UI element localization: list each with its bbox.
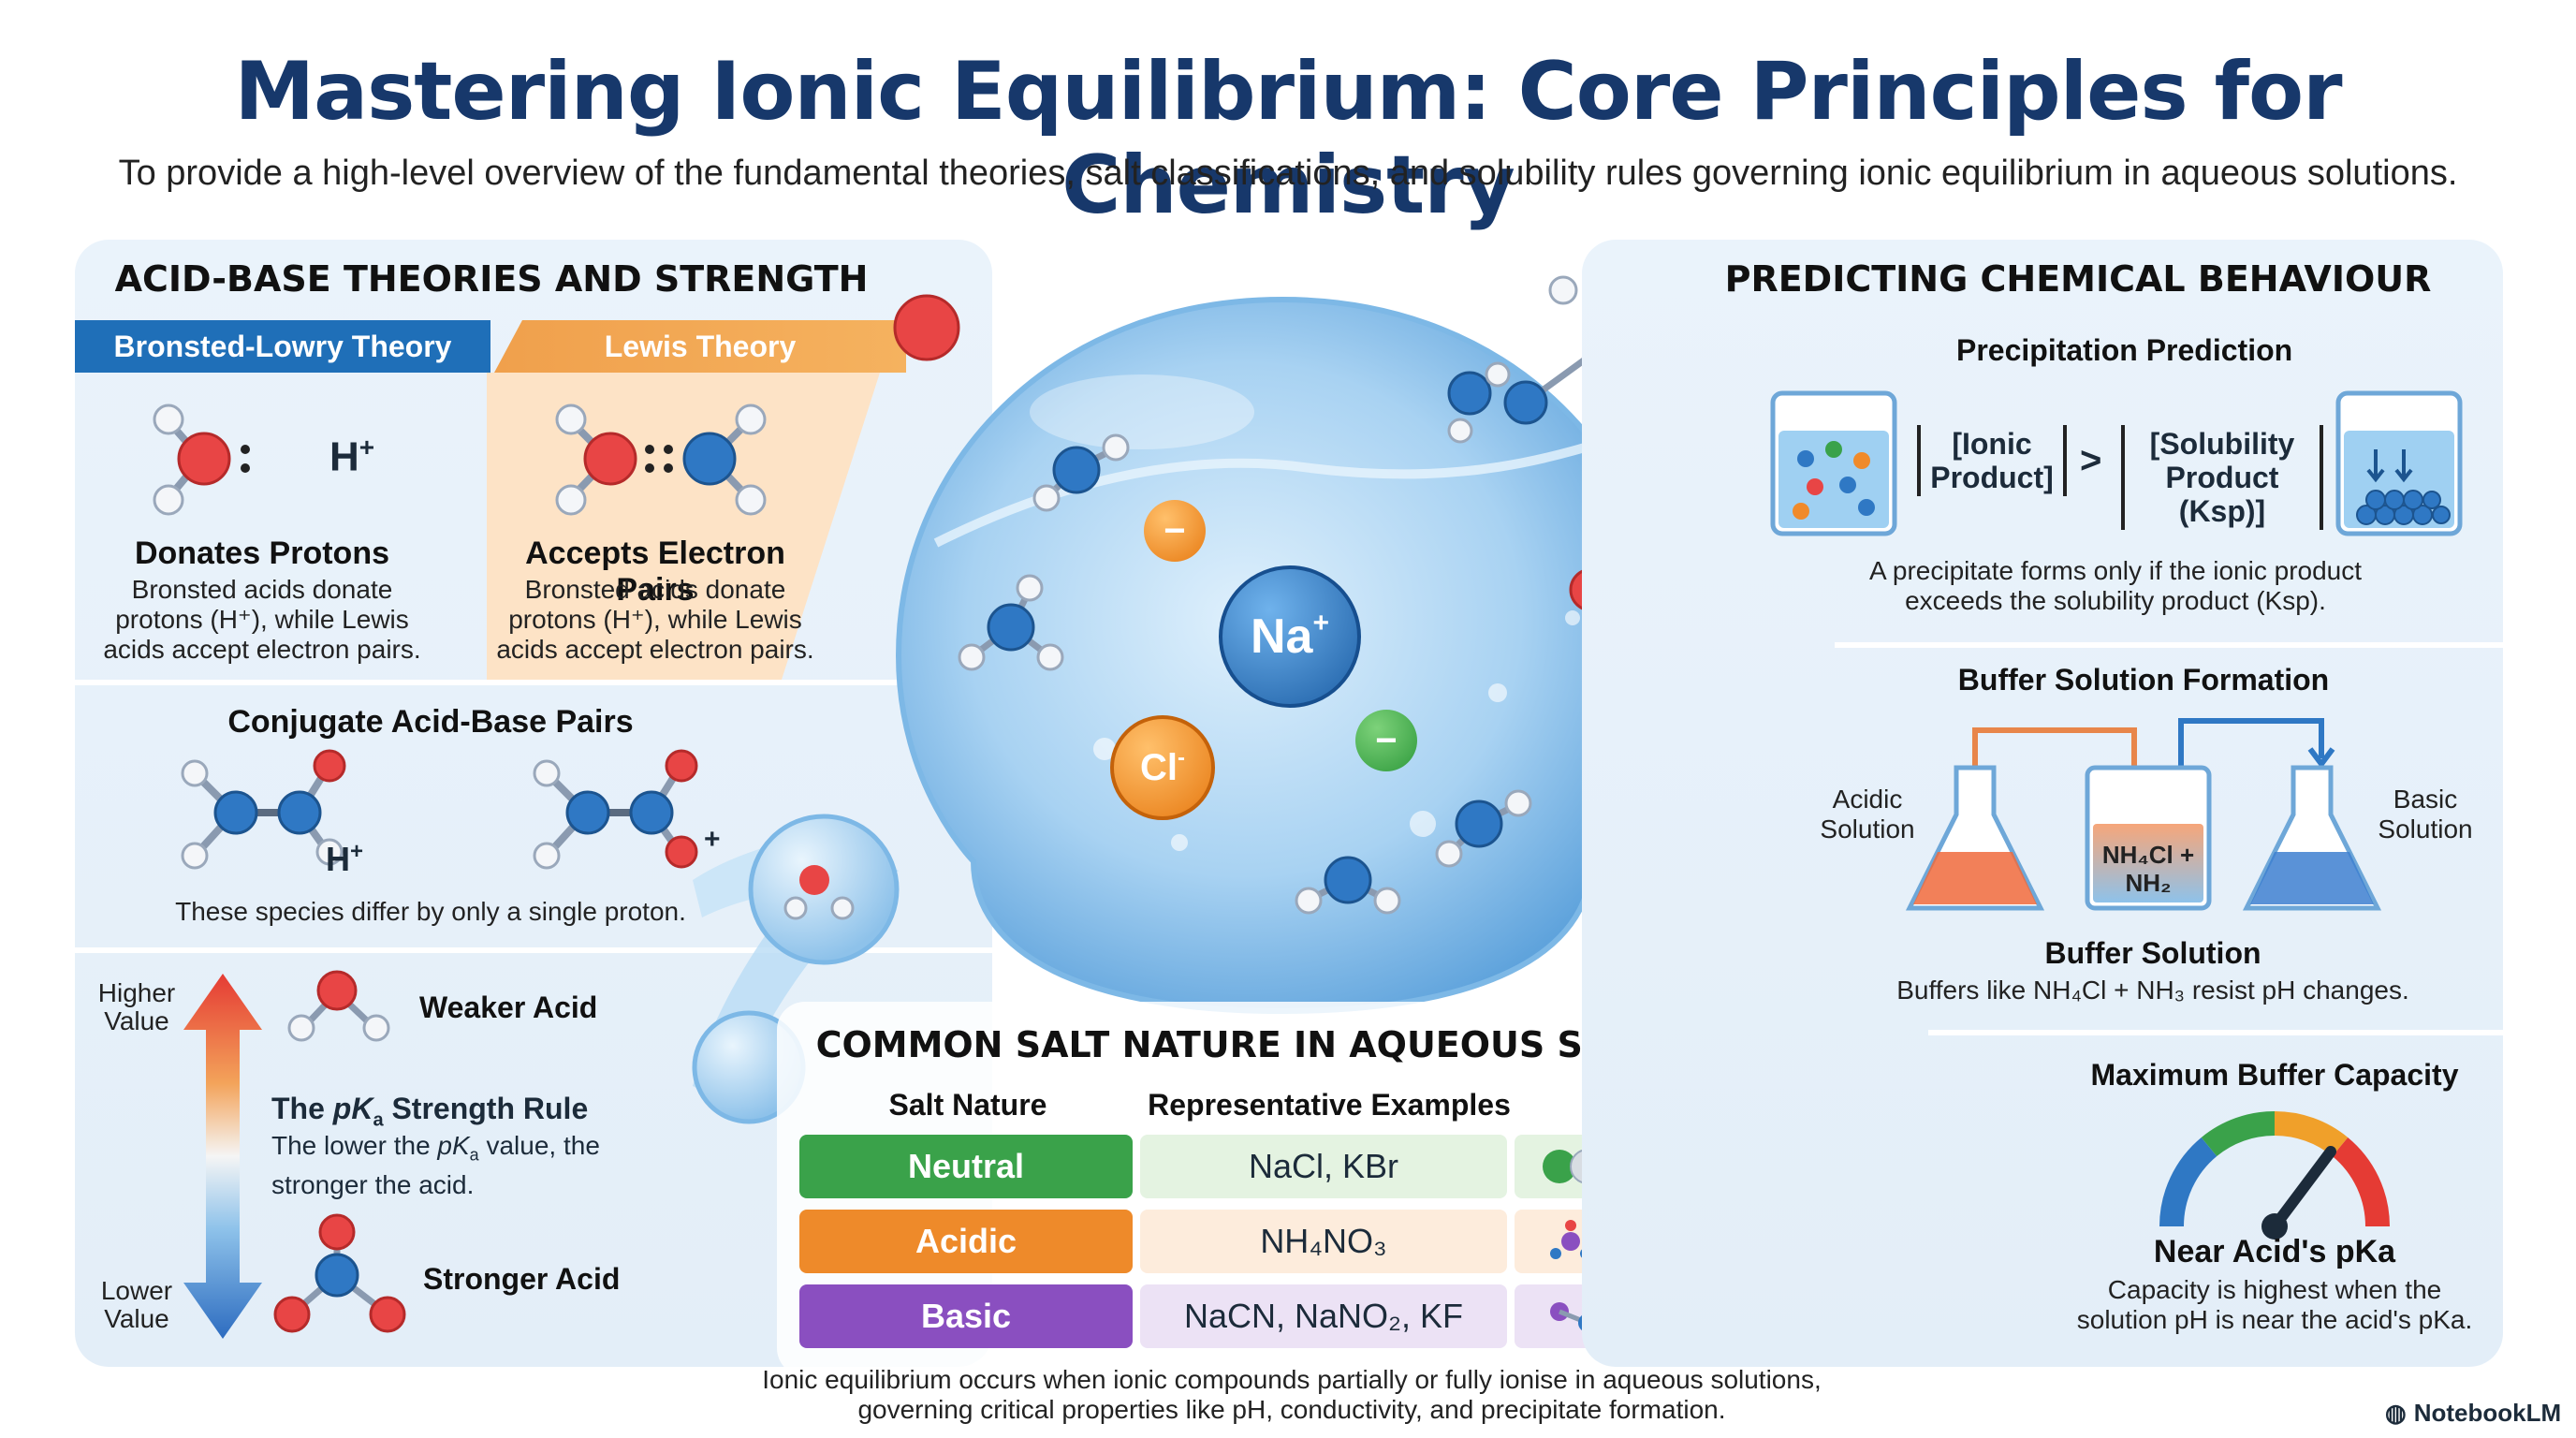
conjugate-title: Conjugate Acid-Base Pairs bbox=[227, 704, 634, 740]
buffer-capacity-gauge-icon bbox=[2159, 1110, 2391, 1240]
sodium-ion-icon: Na+ bbox=[1219, 565, 1361, 708]
lewis-desc: Bronsted acids donate protons (H⁺), whil… bbox=[496, 575, 814, 664]
higher-value-label: Higher Value bbox=[97, 978, 176, 1035]
pka-rule-desc: The lower the pKa value, the stronger th… bbox=[271, 1131, 600, 1199]
salt-examples-neutral: NaCl, KBr bbox=[1140, 1135, 1507, 1198]
chloride-ion-icon: Cl- bbox=[1110, 715, 1215, 820]
buffer-desc: Buffers like NH₄Cl + NH₃ resist pH chang… bbox=[1896, 976, 2409, 1005]
salt-examples-basic: NaCN, NaNO₂, KF bbox=[1140, 1284, 1507, 1348]
salt-examples-acidic: NH₄NO₃ bbox=[1140, 1210, 1507, 1273]
conjugate-desc: These species differ by only a single pr… bbox=[175, 897, 686, 926]
basic-solution-label: Basic Solution bbox=[2378, 785, 2473, 844]
conjugate-plus-label: + bbox=[704, 824, 721, 855]
weaker-acid-molecule-icon bbox=[287, 970, 390, 1042]
pka-rule-title: The pKa Strength Rule bbox=[271, 1092, 589, 1131]
stronger-acid-molecule-icon bbox=[273, 1213, 406, 1333]
lewis-title: Accepts Electron Pairs bbox=[525, 536, 785, 608]
left-divider-2 bbox=[75, 947, 992, 953]
lewis-tab-wrap: Lewis Theory bbox=[494, 320, 906, 373]
gauge-title: Near Acid's pKa bbox=[2153, 1234, 2396, 1269]
buffer-capacity-title: Maximum Buffer Capacity bbox=[2090, 1058, 2459, 1092]
buffer-formation-title: Buffer Solution Formation bbox=[1957, 663, 2330, 697]
left-panel-heading: ACID-BASE THEORIES AND STRENGTH bbox=[114, 258, 869, 300]
right-divider-1 bbox=[1835, 642, 2503, 648]
negative-ion-orange-icon: − bbox=[1144, 500, 1206, 562]
page-title: Mastering Ionic Equilibrium: Core Princi… bbox=[234, 45, 2342, 232]
negative-ion-green-icon: − bbox=[1355, 710, 1417, 771]
lewis-molecule-icon bbox=[555, 404, 767, 516]
buffer-capacity-desc: Capacity is highest when the solution pH… bbox=[2076, 1275, 2473, 1334]
lower-value-label: Lower Value bbox=[100, 1276, 173, 1333]
salt-col-examples-header: Representative Examples bbox=[1148, 1088, 1511, 1122]
precipitation-desc: A precipitate forms only if the ionic pr… bbox=[1868, 556, 2363, 615]
solubility-product-bracket: [Solubility Product (Ksp)] bbox=[2121, 425, 2323, 530]
buffer-mix-label: NH₄Cl + NH₂ bbox=[2101, 841, 2195, 897]
acidic-solution-label: Acidic Solution bbox=[1820, 785, 1915, 844]
buffer-solution-label: Buffer Solution bbox=[2044, 936, 2261, 970]
conjugate-h-label: H+ bbox=[326, 839, 364, 878]
bronsted-title: Donates Protons bbox=[134, 536, 390, 571]
precipitate-beaker-icon bbox=[2335, 390, 2463, 536]
salt-nature-basic: Basic bbox=[799, 1284, 1133, 1348]
ion-beaker-icon bbox=[1770, 390, 1897, 536]
salt-col-nature-header: Salt Nature bbox=[888, 1088, 1047, 1122]
precipitation-title: Precipitation Prediction bbox=[1956, 333, 2293, 367]
proton-label: H+ bbox=[329, 433, 375, 480]
conjugate-acid-molecule-icon bbox=[181, 749, 346, 870]
left-divider-1 bbox=[75, 680, 992, 685]
conjugate-base-molecule-icon bbox=[533, 749, 698, 870]
ionic-product-bracket: [Ionic Product] bbox=[1917, 425, 2067, 496]
stronger-acid-label: Stronger Acid bbox=[423, 1262, 621, 1296]
center-footer-text: Ionic equilibrium occurs when ionic comp… bbox=[762, 1365, 1822, 1424]
bronsted-desc: Bronsted acids donate protons (H⁺), whil… bbox=[103, 575, 421, 664]
salt-nature-neutral: Neutral bbox=[799, 1135, 1133, 1198]
weaker-acid-label: Weaker Acid bbox=[419, 990, 598, 1024]
pka-gradient-arrow-icon bbox=[183, 974, 262, 1339]
right-divider-2 bbox=[1928, 1030, 2503, 1035]
brand-logo: ◍ NotebookLM bbox=[2385, 1399, 2562, 1427]
buffer-flasks-illustration bbox=[1905, 718, 2382, 911]
tab-lewis-theory: Lewis Theory bbox=[494, 320, 906, 373]
salt-nature-acidic: Acidic bbox=[799, 1210, 1133, 1273]
greater-than-sign: > bbox=[2080, 440, 2102, 481]
bronsted-molecule-icon bbox=[153, 404, 250, 516]
page-subtitle: To provide a high-level overview of the … bbox=[118, 154, 2458, 193]
notebooklm-icon: ◍ bbox=[2385, 1399, 2407, 1427]
right-panel-heading: PREDICTING CHEMICAL BEHAVIOUR bbox=[1724, 258, 2432, 300]
tab-bronsted-lowry: Bronsted-Lowry Theory bbox=[75, 320, 490, 373]
